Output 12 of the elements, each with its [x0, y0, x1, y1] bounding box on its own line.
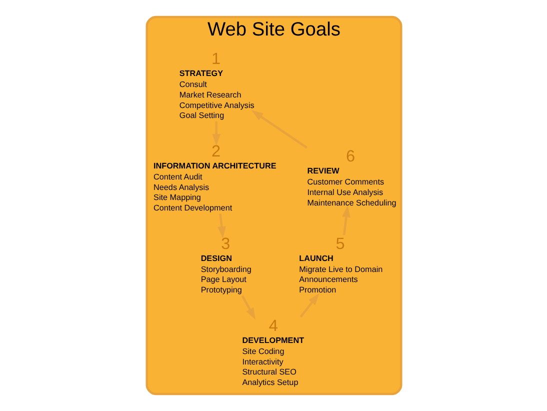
node-text: REVIEW Customer Comments Internal Use Analysis Maintenance Scheduling [306, 166, 396, 208]
node-label: 3 [220, 234, 230, 253]
node-label: 2 [211, 142, 220, 160]
node-label: 4 [268, 316, 278, 335]
node-text: STRATEGY Consult Market Research Competitive Analysis Goal Setting [178, 69, 254, 120]
node-text: DEVELOPMENT Site Coding Interactivity Structural SEO Analytics Setup [242, 336, 304, 387]
node-text: LAUNCH Migrate Live to Domain Announcements Promotion [298, 254, 382, 295]
node-label: 6 [346, 148, 355, 166]
node-label: 5 [335, 234, 344, 253]
node-text: DESIGN Storyboarding Page Layout Prototyping [200, 254, 251, 295]
node-text: INFORMATION ARCHITECTURE Content Audit Needs Analysis Site Mapping Content Development [153, 161, 276, 213]
node-label: 1 [211, 50, 220, 68]
